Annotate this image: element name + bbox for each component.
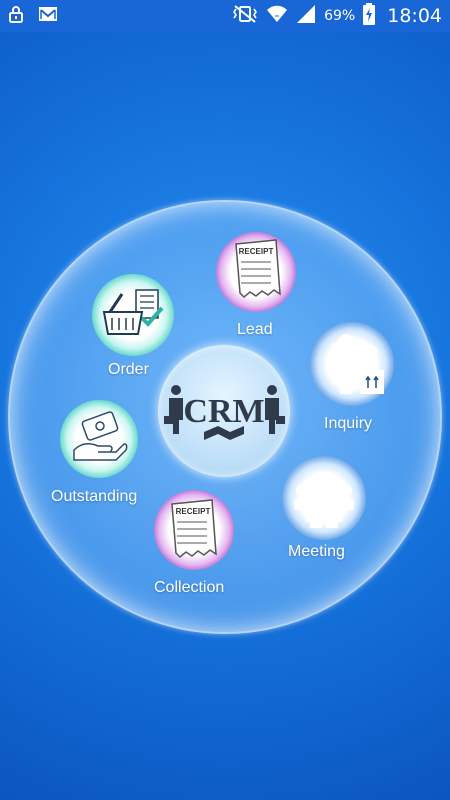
collection-label: Collection [154, 579, 225, 596]
wifi-icon [266, 4, 288, 28]
menu-item-collection[interactable]: RECEIPT Collection [148, 490, 240, 600]
status-bar: 69% 18:04 [0, 0, 450, 32]
order-icon-bubble [92, 274, 174, 356]
clock: 18:04 [387, 5, 442, 27]
meeting-icon-bubble [282, 456, 366, 540]
menu-item-order[interactable]: Order [90, 274, 182, 386]
menu-item-lead[interactable]: RECEIPT Lead [210, 232, 302, 352]
meeting-label: Meeting [288, 543, 345, 560]
vibrate-mute-icon [232, 4, 258, 28]
lead-icon-bubble: RECEIPT [216, 232, 296, 312]
receipt-icon: RECEIPT [171, 499, 217, 559]
receipt-icon: RECEIPT [235, 239, 281, 299]
mail-icon [38, 6, 58, 26]
basket-checklist-icon [102, 289, 164, 335]
battery-charging-icon [363, 3, 376, 29]
inquiry-icon-bubble [310, 322, 394, 406]
signal-icon [296, 4, 316, 28]
inquiry-person-icon [332, 334, 384, 394]
order-label: Order [108, 361, 149, 378]
menu-item-outstanding[interactable]: Outstanding [48, 400, 158, 512]
svg-text:RECEIPT: RECEIPT [239, 247, 274, 256]
crm-logo-text: CRM [183, 393, 264, 430]
crm-logo-icon: CRM [164, 385, 285, 440]
inquiry-label: Inquiry [324, 415, 373, 432]
menu-item-meeting[interactable]: Meeting [278, 456, 370, 566]
outstanding-label: Outstanding [51, 488, 138, 505]
meeting-people-icon [294, 472, 354, 528]
menu-item-inquiry[interactable]: Inquiry [306, 322, 398, 442]
hand-money-icon [73, 411, 128, 461]
outstanding-icon-bubble [60, 400, 138, 478]
battery-percent: 69% [324, 8, 356, 24]
svg-text:RECEIPT: RECEIPT [176, 507, 211, 516]
collection-icon-bubble: RECEIPT [154, 490, 234, 570]
lock-icon [8, 5, 24, 27]
lead-label: Lead [237, 321, 273, 338]
